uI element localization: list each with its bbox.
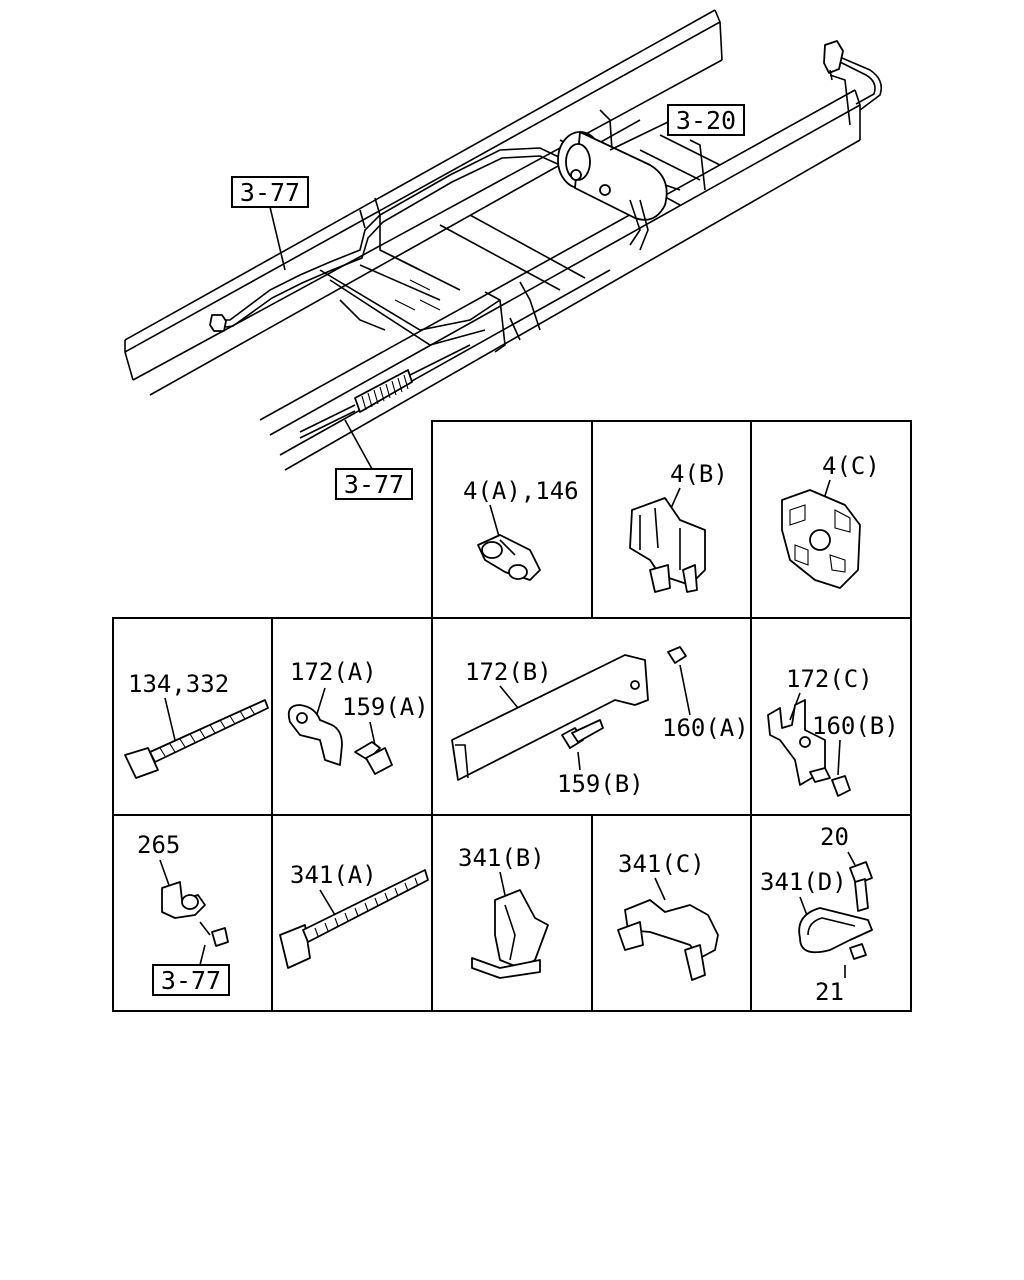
svg-text:134,332: 134,332 <box>128 670 229 698</box>
part-4b: 4(B) <box>629 460 728 593</box>
svg-text:172(A): 172(A) <box>290 658 377 686</box>
svg-text:20: 20 <box>820 823 849 851</box>
svg-text:3-20: 3-20 <box>676 106 736 135</box>
part-134-332: 134,332 <box>124 670 269 779</box>
svg-text:4(B): 4(B) <box>670 460 728 488</box>
svg-text:341(A): 341(A) <box>290 861 377 889</box>
svg-text:172(C): 172(C) <box>786 665 873 693</box>
svg-text:4(A),146: 4(A),146 <box>463 477 579 505</box>
part-172a-159a: 172(A) 159(A) <box>287 658 429 775</box>
part-341b: 341(B) <box>458 844 549 979</box>
svg-text:265: 265 <box>137 831 180 859</box>
part-341c: 341(C) <box>617 850 719 981</box>
part-341a: 341(A) <box>279 861 429 969</box>
ref-box-top-right: 3-20 <box>609 104 745 151</box>
svg-text:4(C): 4(C) <box>822 452 880 480</box>
part-4c: 4(C) <box>781 452 880 589</box>
chassis-frame-drawing <box>124 9 883 471</box>
part-265: 265 3-77 <box>137 831 230 996</box>
svg-text:160(A): 160(A) <box>662 714 749 742</box>
svg-text:21: 21 <box>815 978 844 1006</box>
part-341d-20-21: 20 341(D) 21 <box>760 823 873 1006</box>
svg-text:341(D): 341(D) <box>760 868 847 896</box>
ref-box-top-left: 3-77 <box>231 176 309 271</box>
svg-text:3-77: 3-77 <box>161 966 221 995</box>
svg-text:172(B): 172(B) <box>465 658 552 686</box>
svg-text:3-77: 3-77 <box>344 470 404 499</box>
svg-text:159(A): 159(A) <box>342 693 429 721</box>
ref-box-cable: 3-77 <box>335 419 413 500</box>
svg-text:160(B): 160(B) <box>812 712 899 740</box>
part-4a-146: 4(A),146 <box>463 477 579 581</box>
part-172c-160b: 172(C) 160(B) <box>767 665 899 797</box>
svg-text:341(C): 341(C) <box>618 850 705 878</box>
svg-text:159(B): 159(B) <box>557 770 644 798</box>
parts-grid <box>112 420 912 1012</box>
svg-text:3-77: 3-77 <box>240 178 300 207</box>
svg-text:341(B): 341(B) <box>458 844 545 872</box>
part-172b-160a-159b: 172(B) 160(A) 159(B) <box>451 646 749 798</box>
